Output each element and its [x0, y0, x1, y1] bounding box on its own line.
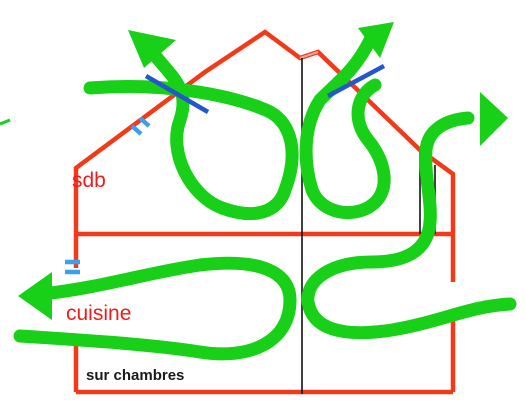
room-label-bathroom: sdb — [72, 169, 106, 192]
window-bar-icon — [144, 74, 210, 114]
arrow-head-icon — [128, 30, 176, 68]
airflow-center-up — [299, 33, 391, 220]
airflow-arrowheads — [18, 22, 508, 320]
arrow-head-icon — [480, 92, 508, 146]
floor-label-bedrooms: sur chambres — [86, 367, 185, 384]
arrow-head-icon — [358, 22, 394, 58]
airflow-kitchen-left — [13, 256, 297, 361]
vent-slot-icon — [130, 124, 143, 136]
room-label-kitchen: cuisine — [66, 302, 132, 325]
airflow-paths — [13, 33, 517, 361]
airflow-fragment — [0, 118, 11, 126]
roof-detail — [299, 51, 319, 59]
vents — [65, 116, 151, 275]
vent-slot-icon — [138, 116, 151, 128]
roof-line — [73, 29, 456, 282]
window-bar-icon — [326, 64, 386, 98]
arrow-head-icon — [18, 272, 52, 320]
windows — [144, 64, 386, 114]
airflow-bathroom-up — [83, 45, 299, 221]
airflow-chimney-up — [301, 111, 517, 340]
